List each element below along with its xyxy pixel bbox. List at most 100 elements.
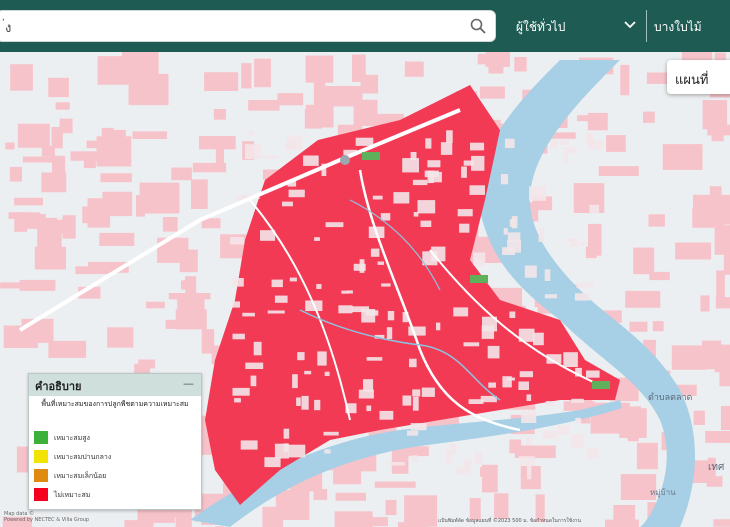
zone-gap [245,362,264,369]
faint-parcel [485,51,510,67]
faint-parcel [313,82,326,112]
faint-parcel [662,144,703,170]
zone-gap [544,294,557,299]
faint-parcel [462,239,500,248]
user-type-select[interactable]: ผู้ใช้ทั่วไป [508,10,643,42]
place-label-municipality: เทศ [708,462,725,473]
legend-item-low: เหมาะสมเล็กน้อย [34,469,194,483]
zone-gap [314,399,321,411]
faint-parcel [75,266,110,274]
legend-swatch [34,469,48,482]
search-box[interactable]: ่ง [0,10,496,42]
legend-swatch [34,450,48,463]
faint-parcel [59,118,73,134]
faint-parcel [404,61,424,77]
zone-gap [571,398,584,403]
divider [646,10,647,42]
legend-item-unsuitable: ไม่เหมาะสม [34,488,194,502]
zone-gap [303,155,319,166]
faint-parcel [480,466,496,477]
zone-gap [529,186,547,201]
faint-parcel [716,270,725,299]
zone-gap [457,209,473,217]
faint-parcel [514,57,527,72]
faint-parcel [693,410,705,425]
faint-parcel [139,182,180,214]
faint-parcel [83,155,96,169]
faint-parcel [702,100,728,130]
faint-parcel [700,295,710,312]
zone-gap [267,310,285,314]
zone-gap [234,398,241,403]
search-input[interactable]: ่ง [5,21,12,36]
faint-parcel [328,462,352,471]
legend-item-label: เหมาะสมเล็กน้อย [54,472,107,480]
place-label-tambon-talat: ตำบลตลาด [648,392,693,403]
chevron-down-icon [624,21,636,29]
zone-gap [314,237,320,241]
attribution-left: Map data © Powered by NECTEC & Villa Gro… [4,511,89,523]
zone-gap [482,316,497,332]
faint-parcel [711,134,724,142]
place-markers [340,152,610,389]
faint-parcel [41,145,55,157]
zone-gap [518,456,535,466]
faint-parcel [719,208,730,225]
faint-parcel [305,55,334,83]
zone-gap [413,212,419,217]
zone-gap [402,312,409,323]
zone-gap [358,389,374,399]
zone-gap [463,342,480,347]
faint-parcel [646,72,678,84]
faint-parcel [100,173,132,183]
faint-parcel [477,53,487,65]
region-button[interactable]: บางใบไม้ [654,20,702,34]
faint-parcel [352,54,366,82]
roads [18,108,601,432]
zone-gap [585,133,594,145]
legend-minimize-button[interactable]: — [183,377,194,390]
zone-gap [570,239,579,248]
faint-parcel [101,127,114,145]
faint-parcel [715,297,730,309]
faint-parcel [587,112,608,131]
zone-gap [343,149,358,156]
river-lower [190,400,622,527]
attribution-right[interactable]: แป้นพิมพ์ลัด ข้อมูลแผนที่ ©2023 500 ม. ข… [438,518,581,524]
faint-parcel [535,494,545,523]
zone-gap [379,410,394,420]
zone-gap [427,160,441,168]
legend-item-label: ไม่เหมาะสม [54,491,91,499]
zone-gap [412,389,421,397]
faint-parcel [705,431,730,443]
zone-gap [503,228,508,235]
zone-gap [317,351,327,366]
zone-gap [402,395,412,406]
zone-gap [324,371,330,376]
faint-parcel [113,335,125,343]
faint-parcel [577,115,591,122]
zone-gap [505,138,515,149]
zone-gap [231,301,240,308]
zone-gap [381,283,391,287]
zone-gap [461,166,467,178]
faint-parcel [124,520,148,527]
faint-parcel [204,72,239,91]
zone-gap [411,455,418,462]
faint-parcel [675,242,712,260]
faint-parcel [707,457,716,486]
zone-gap [372,195,383,200]
zone-gap [288,444,306,458]
zone-gap [560,139,569,146]
zone-gap [407,430,419,436]
map-type-button[interactable]: แผนที่ [667,60,730,94]
zone-gap [347,290,353,294]
faint-parcel [720,406,730,431]
faint-parcel [620,64,630,96]
zone-gap [463,459,472,467]
zone-gap [571,434,584,449]
faint-parcel [175,309,207,330]
faint-parcel [55,102,70,110]
zone-gap [232,333,245,340]
search-icon[interactable] [469,17,487,35]
